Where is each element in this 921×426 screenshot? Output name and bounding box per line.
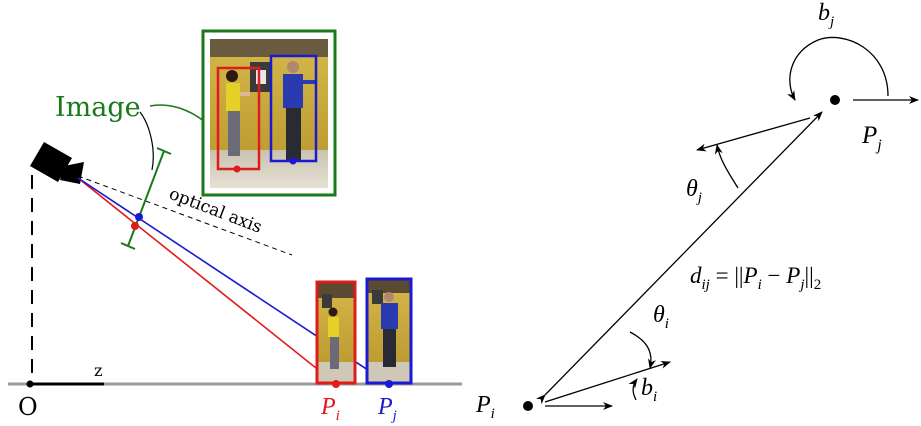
image-callout-line-to-plane	[139, 111, 154, 171]
pi-label-left: Pi	[320, 394, 340, 424]
image-point-pi	[131, 222, 139, 230]
bi-label: bi	[641, 375, 657, 405]
image-plane	[120, 147, 172, 250]
distance-line	[535, 111, 823, 405]
pi-point	[523, 401, 533, 411]
theta-j-arc	[714, 144, 739, 189]
theta-j-label: θj	[686, 176, 702, 206]
distance-formula: dij = ||Pi − Pj||2	[690, 263, 821, 293]
bj-label: bj	[818, 0, 834, 30]
person-pj-photo	[365, 277, 413, 388]
bi-angle-arc	[628, 378, 638, 401]
origin-point	[26, 380, 34, 388]
image-callout-line-to-photo	[149, 104, 206, 123]
origin-label: O	[18, 393, 38, 421]
ray-to-pi	[77, 177, 337, 385]
bj-angle-arc	[787, 36, 889, 101]
pj-bearing-arrow	[696, 117, 811, 152]
theta-i-label: θi	[653, 302, 669, 332]
theta-i-arc	[629, 331, 656, 369]
camera-image-photo	[201, 29, 337, 197]
pj-point	[830, 95, 840, 105]
z-label: z	[94, 361, 102, 380]
image-label: Image	[55, 92, 141, 123]
person-pi-photo	[315, 280, 357, 388]
pi-bearing-arrow	[544, 360, 671, 403]
camera-icon	[30, 142, 84, 184]
pj-label-right: Pj	[861, 122, 882, 154]
pj-label-left: Pj	[377, 394, 397, 424]
optical-axis-line	[77, 175, 293, 256]
image-point-pj	[135, 213, 143, 221]
pi-label-right: Pi	[475, 392, 495, 422]
